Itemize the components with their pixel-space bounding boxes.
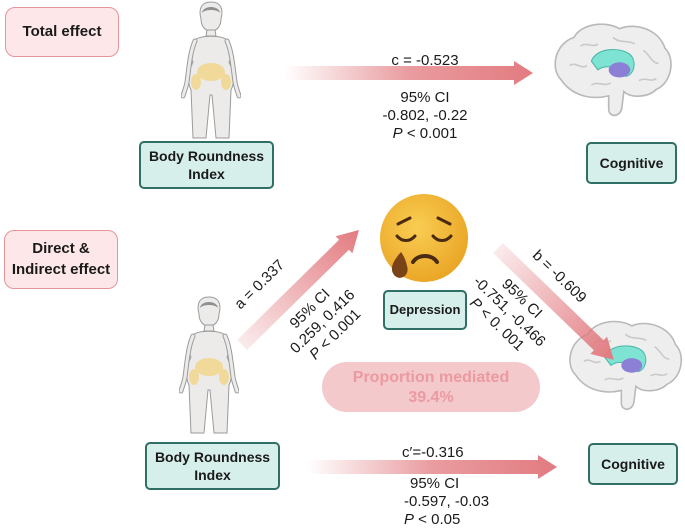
path-c-prime-ci-label: 95% CI [410,475,460,492]
depression-emoji-icon [380,194,468,282]
arrow-direct-effect [307,455,557,479]
total-effect-label: Total effect [5,7,119,57]
proportion-label: Proportion mediated [352,369,510,386]
path-c-coef: c = -0.523 [391,52,459,69]
p-value: < 0.001 [402,125,458,142]
cognitive-node-top: Cognitive [586,142,677,184]
direct-indirect-effect-label: Direct & Indirect effect [4,230,118,289]
path-c-prime-coef: c′=-0.316 [402,444,464,461]
bri-figure-bottom [181,297,237,433]
arrow-a-path [237,230,359,350]
direct-indirect-line1: Direct & [32,240,90,258]
path-c-ci: -0.802, -0.22 [382,107,468,124]
path-c-p: P < 0.001 [355,125,495,143]
brain-icon-top [554,23,672,117]
path-c-prime-stats: 95% CI -0.597, -0.03 P < 0.05 [404,475,489,529]
cognitive-node-bottom: Cognitive [588,443,678,485]
path-c-prime-p: P < 0.05 [404,511,489,529]
p-symbol: P [392,125,403,142]
proportion-mediated-badge: Proportion mediated 39.4% [322,362,540,412]
direct-indirect-line2: Indirect effect [11,260,111,278]
bri-figure-top [183,2,239,138]
proportion-value: 39.4% [408,389,454,406]
total-effect-text: Total effect [22,22,102,40]
depression-node: Depression [383,290,467,330]
path-c-prime-ci: -0.597, -0.03 [404,493,490,510]
p-symbol: P [404,511,415,528]
bri-node-bottom: Body Roundness Index [145,442,280,490]
path-c-ci-label: 95% CI [400,89,450,106]
path-c-stats: c = -0.523 95% CI -0.802, -0.22 P < 0.00… [355,52,495,143]
arrow-b-path [493,242,614,360]
arrow-total-effect [284,61,533,85]
bri-node-top: Body Roundness Index [139,141,274,189]
p-value: < 0.05 [414,511,461,528]
